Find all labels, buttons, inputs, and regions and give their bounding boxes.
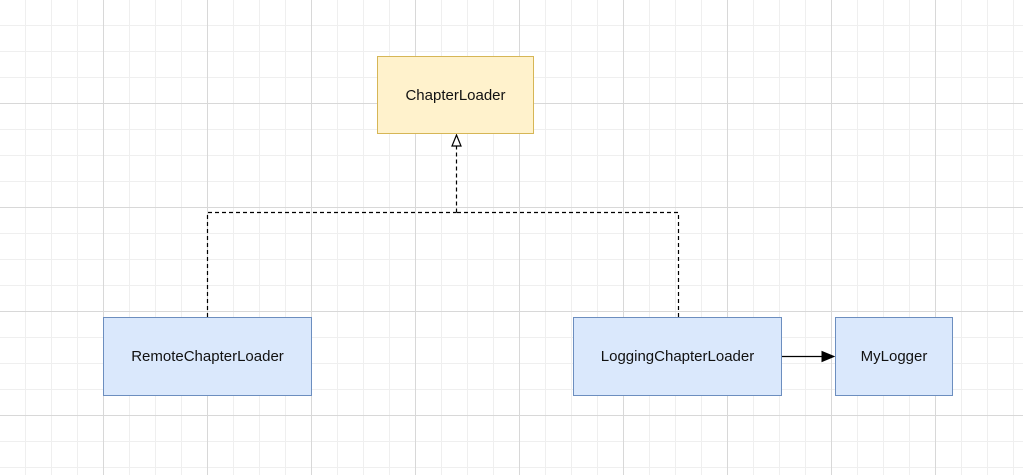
node-remote-chapter-loader[interactable]: RemoteChapterLoader	[103, 317, 312, 396]
node-my-logger-label: MyLogger	[860, 348, 928, 365]
node-logging-chapter-loader[interactable]: LoggingChapterLoader	[573, 317, 782, 396]
node-chapter-loader-label: ChapterLoader	[405, 86, 506, 104]
association-arrowhead	[821, 350, 836, 363]
edge-logging-to-chapterloader	[456, 211, 680, 317]
node-my-logger[interactable]: MyLogger	[835, 317, 953, 396]
node-logging-chapter-loader-label: LoggingChapterLoader	[600, 348, 755, 365]
node-chapter-loader[interactable]: ChapterLoader	[377, 56, 534, 134]
realization-arrowhead	[451, 133, 462, 147]
node-remote-chapter-loader-label: RemoteChapterLoader	[131, 348, 284, 365]
edge-remote-to-chapterloader	[206, 211, 457, 317]
